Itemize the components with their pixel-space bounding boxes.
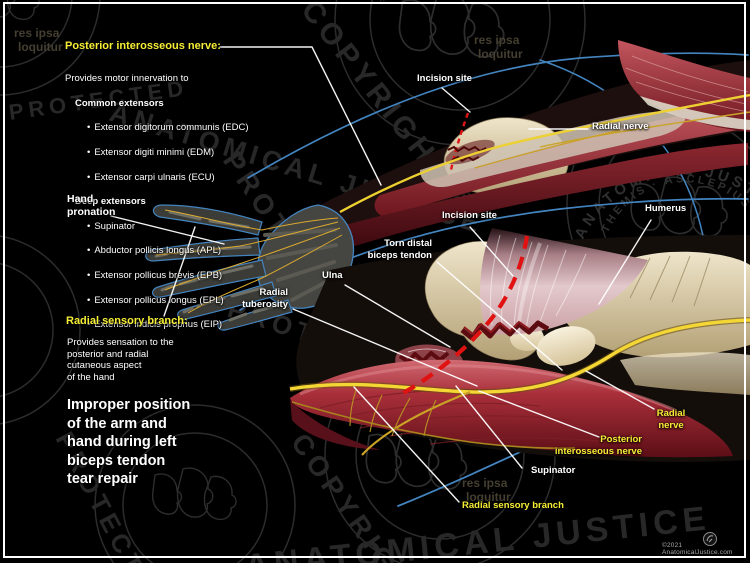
svg-text:res ipsa: res ipsa: [14, 26, 60, 40]
leader-supinator: [455, 385, 523, 469]
leader-radial-sensory-heading: [163, 226, 196, 317]
list-item: •Abductor pollicis longus (APL): [87, 245, 222, 257]
list-item: •Extensor digitorum communis (EDC): [87, 122, 249, 134]
radius-bone: [620, 352, 750, 395]
list-item: •Extensor pollicus longus (EPL): [87, 294, 224, 306]
capitellum: [536, 326, 596, 366]
svg-text:res ipsa: res ipsa: [474, 33, 520, 47]
label-humerus: Humerus: [645, 203, 687, 214]
watermark-seal-top-left: res ipsa loquitur: [0, 0, 101, 96]
svg-text:loquitur: loquitur: [478, 47, 523, 61]
motor-innervation-intro: Provides motor innervation to: [65, 73, 189, 85]
pronated-hand: [145, 204, 355, 331]
svg-text:loquitur: loquitur: [466, 490, 511, 504]
lower-nerves: [289, 317, 750, 456]
lower-elbow-illustration: [289, 228, 750, 462]
label-incision-site-mid: Incision site: [442, 210, 497, 221]
upper-nerves: [339, 93, 750, 214]
leader-incision-site-top: [441, 87, 471, 113]
leader-radial-tuberosity: [292, 308, 478, 387]
list-item: •Supinator: [87, 220, 135, 232]
leader-radial-nerve-yellow: [585, 370, 655, 410]
svg-text:res ipsa: res ipsa: [462, 476, 508, 490]
leader-ulna: [344, 284, 451, 348]
label-supinator: Supinator: [531, 465, 576, 476]
nerve-twigs: [349, 389, 437, 437]
incision-dashed-line: [396, 235, 530, 398]
metacarpal-bones: [263, 228, 338, 302]
sensory-branch-path: [291, 401, 576, 450]
label-ulna: Ulna: [322, 270, 343, 281]
label-radial-sensory-branch: Radial sensory branch: [462, 500, 564, 511]
bullet-icon: •: [87, 171, 91, 183]
publisher-logo-icon: [703, 532, 717, 546]
label-posterior-interosseous-nerve: Posterior interosseous nerve: [554, 434, 642, 457]
svg-text:loquitur: loquitur: [18, 40, 63, 54]
group-title-deep-extensors: Deep extensors: [75, 196, 146, 208]
group-title-common-extensors: Common extensors: [75, 97, 164, 109]
list-item: •Extensor digiti minimi (EDM): [87, 147, 215, 159]
forearm-deep-muscle-band: [342, 143, 748, 246]
radial-nerve-path: [289, 318, 750, 394]
label-radial-nerve-top: Radial nerve: [592, 121, 649, 132]
label-radial-nerve-yellow: Radial nerve: [656, 408, 686, 431]
bullet-icon: •: [87, 319, 91, 331]
leader-poi-heading: [219, 46, 382, 186]
label-incision-site-top: Incision site: [417, 73, 472, 84]
list-item: •Extensor pollicus brevis (EPB): [87, 270, 223, 282]
bullet-icon: •: [87, 220, 91, 232]
bullet-icon: •: [87, 270, 91, 282]
list-item: •Extensor indicis proprius (EIP): [87, 319, 223, 331]
bullet-icon: •: [87, 294, 91, 306]
hand-nerve-branches: [155, 209, 343, 314]
leader-posterior-interosseous: [478, 390, 600, 438]
upper-arm-illustration: [145, 40, 750, 331]
bullet-icon: •: [87, 122, 91, 134]
leader-radial-sensory-branch: [353, 386, 460, 503]
leader-lines: [110, 46, 655, 503]
leader-incision-site-mid: [469, 226, 514, 277]
radial-sensory-heading: Radial sensory branch:: [66, 315, 188, 327]
leader-humerus: [598, 219, 652, 305]
leader-hand-pronation: [110, 215, 225, 245]
watermark-seal-left: [0, 235, 81, 425]
leader-torn-distal-biceps: [436, 261, 563, 371]
main-title: Improper position of the arm and hand du…: [67, 397, 191, 488]
motor-innervation-list: Provides motor innervation to Common ext…: [65, 61, 248, 344]
hand-pronation-label: Hand pronation: [67, 193, 116, 218]
upper-arm-muscle: [618, 40, 750, 132]
bullet-icon: •: [87, 245, 91, 257]
label-radial-tuberosity: Radial tuberosity: [242, 287, 288, 310]
copyright-footer: ©2021 AnatomicalJustice.com: [662, 542, 733, 556]
poi-nerve-heading: Posterior interosseous nerve:: [65, 40, 221, 52]
label-torn-distal-biceps: Torn distal biceps tendon: [367, 238, 432, 261]
radial-sensory-description: Provides sensation to the posterior and …: [67, 337, 174, 384]
tendon-tear-edge: [460, 320, 550, 341]
watermark-seal-bottom-left: [94, 404, 296, 563]
list-item: •Extensor carpi ulnaris (ECU): [87, 171, 215, 183]
bullet-icon: •: [87, 147, 91, 159]
